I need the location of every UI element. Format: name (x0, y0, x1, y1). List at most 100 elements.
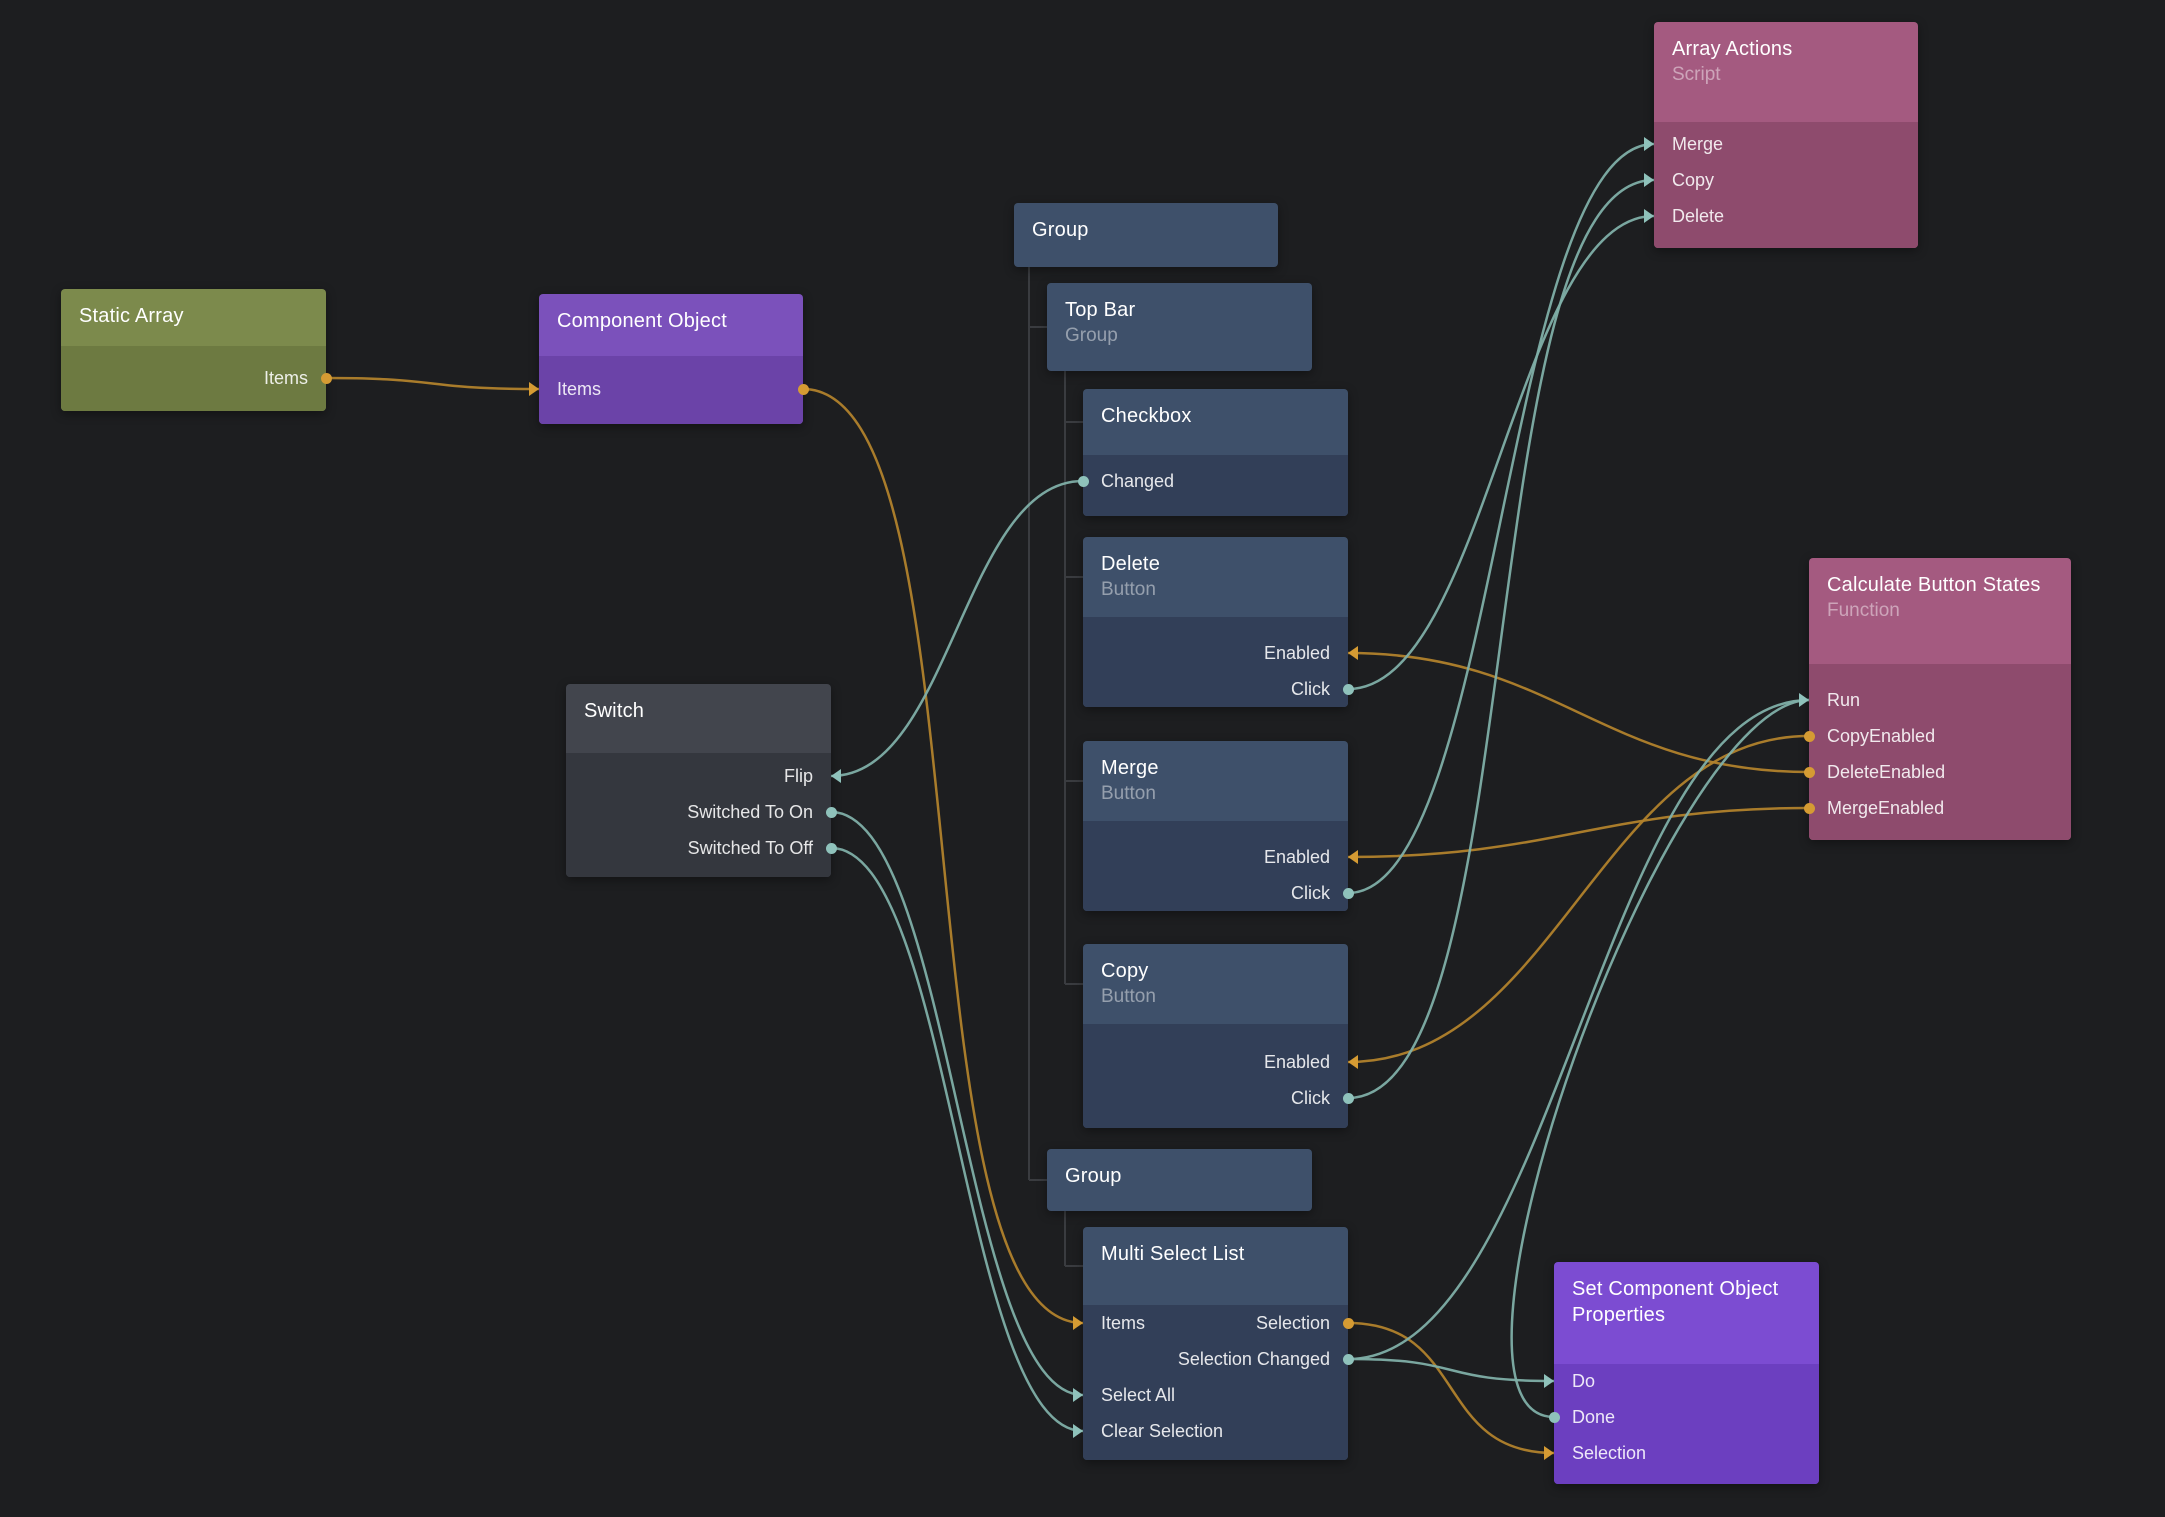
port-switch-Flip[interactable] (831, 769, 841, 783)
port-set-component-object-properties-Done[interactable] (1548, 1411, 1560, 1423)
node-header[interactable]: Group (1014, 203, 1278, 243)
node-header[interactable]: Group (1047, 1149, 1312, 1189)
wire-calculate-button-states:CopyEnabled->copy-button:Enabled[interactable] (1346, 734, 1811, 1064)
group-hierarchy-stub (1065, 421, 1083, 423)
node-title: Checkbox (1101, 405, 1192, 427)
wire-multi-select-list:Selection Changed->set-component-object-properties:Do[interactable] (1346, 1357, 1556, 1383)
port-array-actions-Copy[interactable] (1644, 173, 1654, 187)
port-component-object-Items-out[interactable] (797, 383, 809, 395)
node-subtitle: Button (1101, 986, 1156, 1007)
port-label-Delete: Delete (1672, 206, 1725, 226)
port-multi-select-list-Items[interactable] (1073, 1316, 1083, 1330)
wire-calculate-button-states:MergeEnabled->merge-button:Enabled[interactable] (1346, 806, 1811, 859)
port-multi-select-list-Select All[interactable] (1073, 1388, 1083, 1402)
wire-set-component-object-properties:Done->calculate-button-states:Run[interactable] (1510, 698, 1811, 1419)
port-component-object-Items[interactable] (529, 382, 539, 396)
port-array-actions-Merge[interactable] (1644, 137, 1654, 151)
port-label-Enabled: Enabled (1263, 847, 1330, 867)
port-merge-button-Click[interactable] (1342, 887, 1354, 899)
wire-merge-button:Click->array-actions:Merge[interactable] (1346, 142, 1656, 895)
port-calculate-button-states-CopyEnabled[interactable] (1803, 730, 1815, 742)
port-label-Selection: Selection (1572, 1443, 1647, 1463)
port-delete-button-Click[interactable] (1342, 683, 1354, 695)
port-switch-Switched To Off[interactable] (825, 842, 837, 854)
port-calculate-button-states-DeleteEnabled[interactable] (1803, 766, 1815, 778)
port-delete-button-Enabled[interactable] (1348, 646, 1358, 660)
group-hierarchy-stub (1065, 983, 1083, 985)
port-label-Enabled: Enabled (1263, 1052, 1330, 1072)
port-label-Selection Changed: Selection Changed (1177, 1349, 1330, 1369)
wire-static-array:Items->component-object:Items[interactable] (324, 376, 541, 391)
node-port-section (1083, 1305, 1348, 1460)
wire-multi-select-list:Selection Changed->calculate-button-states:Run[interactable] (1346, 698, 1811, 1361)
port-label-Switched To On: Switched To On (687, 802, 813, 822)
port-label-Switched To Off: Switched To Off (687, 838, 813, 858)
wire-switch:Switched To On->multi-select-list:Select All[interactable] (829, 810, 1085, 1397)
node-port-section (1554, 1364, 1819, 1484)
node-title: Delete (1101, 553, 1161, 575)
port-multi-select-list-Selection Changed[interactable] (1342, 1353, 1354, 1365)
port-merge-button-Enabled[interactable] (1348, 850, 1358, 864)
node-header[interactable]: Multi Select List (1083, 1227, 1348, 1267)
node-subtitle: Group (1065, 325, 1118, 346)
port-label-Changed: Changed (1101, 471, 1175, 491)
port-multi-select-list-Selection[interactable] (1342, 1317, 1354, 1329)
port-label-DeleteEnabled: DeleteEnabled (1827, 762, 1946, 782)
port-label-Run: Run (1827, 690, 1861, 710)
group-hierarchy-line (1064, 371, 1066, 984)
node-group-1[interactable]: Group (1014, 203, 1278, 267)
group-hierarchy-stub (1065, 780, 1083, 782)
port-label-Merge: Merge (1672, 134, 1724, 154)
node-header[interactable]: Component Object (539, 294, 803, 334)
node-port-section (61, 346, 326, 411)
wire-calculate-button-states:DeleteEnabled->delete-button:Enabled[interactable] (1346, 651, 1811, 774)
port-label-Do: Do (1572, 1371, 1596, 1391)
port-set-component-object-properties-Selection[interactable] (1544, 1446, 1554, 1460)
port-array-actions-Delete[interactable] (1644, 209, 1654, 223)
port-copy-button-Click[interactable] (1342, 1092, 1354, 1104)
port-static-array-Items[interactable] (320, 372, 332, 384)
wire-switch:Switched To Off->multi-select-list:Clear Selection[interactable] (829, 846, 1085, 1433)
wire-delete-button:Click->array-actions:Delete[interactable] (1346, 214, 1656, 691)
wire-copy-button:Click->array-actions:Copy[interactable] (1346, 178, 1656, 1100)
node-group-2[interactable]: Group (1047, 1149, 1312, 1211)
wire-checkbox:Changed->switch:Flip[interactable] (829, 479, 1085, 778)
port-set-component-object-properties-Do[interactable] (1544, 1374, 1554, 1388)
node-subtitle: Button (1101, 579, 1156, 600)
port-switch-Switched To On[interactable] (825, 806, 837, 818)
node-header[interactable]: Checkbox (1083, 389, 1348, 429)
port-copy-button-Enabled[interactable] (1348, 1055, 1358, 1069)
wire-component-object:Items-out->multi-select-list:Items[interactable] (801, 387, 1085, 1325)
wire-multi-select-list:Selection->set-component-object-properties:Selection[interactable] (1346, 1321, 1556, 1455)
node-header[interactable]: Static Array (61, 289, 326, 329)
port-calculate-button-states-Run[interactable] (1799, 693, 1809, 707)
port-multi-select-list-Clear Selection[interactable] (1073, 1424, 1083, 1438)
port-label-Items: Items (1101, 1313, 1146, 1333)
node-title: Array Actions (1672, 38, 1793, 60)
node-title: Set Component Object Properties (1572, 1278, 1779, 1326)
node-header[interactable]: Switch (566, 684, 831, 724)
node-header[interactable]: Set Component Object Properties (1554, 1262, 1819, 1328)
port-calculate-button-states-MergeEnabled[interactable] (1803, 802, 1815, 814)
port-checkbox-Changed[interactable] (1077, 475, 1089, 487)
